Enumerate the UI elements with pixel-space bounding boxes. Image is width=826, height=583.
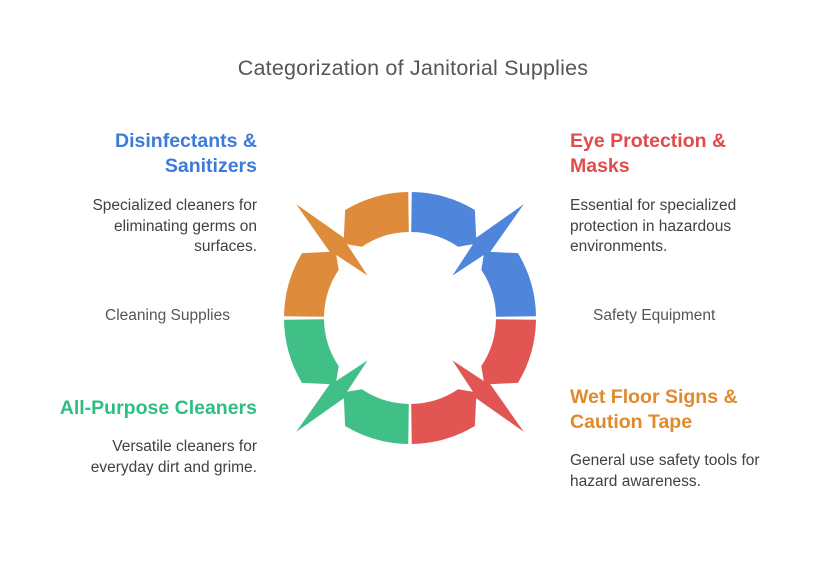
cycle-segment-bottom-left (284, 319, 409, 444)
cycle-segment-bottom-right (411, 319, 536, 444)
category-label-cleaning-supplies: Cleaning Supplies (105, 307, 230, 324)
cycle-diagram (284, 192, 536, 444)
category-label-safety-equipment: Safety Equipment (593, 307, 716, 324)
body-wet-floor-signs-caution-tape: General use safety tools for hazard awar… (570, 452, 760, 490)
body-eye-protection-masks: Essential for specialized protection in … (570, 197, 737, 255)
cycle-segment-top-right (411, 192, 536, 317)
heading-eye-protection-masks: Eye Protection & Masks (570, 130, 727, 177)
heading-disinfectants-sanitizers: Disinfectants & Sanitizers (115, 130, 257, 177)
diagram-title: Categorization of Janitorial Supplies (237, 56, 589, 80)
cycle-segment-top-left (284, 192, 409, 317)
heading-wet-floor-signs-caution-tape: Wet Floor Signs & Caution Tape (570, 386, 738, 433)
body-disinfectants-sanitizers: Specialized cleaners for eliminating ger… (92, 197, 257, 255)
body-all-purpose-cleaners: Versatile cleaners for everyday dirt and… (90, 438, 257, 476)
heading-all-purpose-cleaners: All-Purpose Cleaners (59, 397, 257, 419)
